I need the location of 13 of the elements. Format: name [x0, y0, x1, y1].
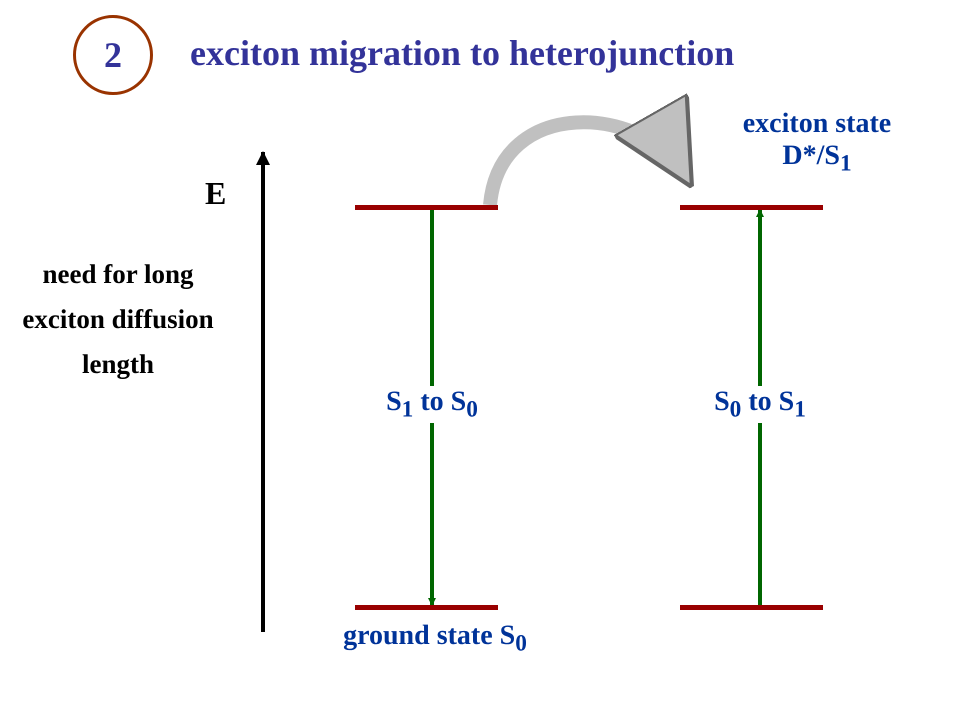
step-number-circle: 2 — [73, 15, 153, 95]
curved-arrow — [483, 92, 696, 206]
energy-level-bar — [680, 205, 823, 210]
axis-label: E — [205, 175, 226, 212]
note-text: need for long exciton diffusion length — [21, 258, 215, 381]
energy-level-bar — [355, 605, 498, 610]
state-label: exciton state D*/S$_{1}$ — [742, 108, 892, 178]
title: exciton migration to heterojunction — [190, 32, 734, 74]
energy-level-bar — [680, 605, 823, 610]
transition-arrow — [428, 210, 436, 606]
state-label: ground state S$_{0}$ — [342, 620, 528, 658]
energy-level-bar — [355, 205, 498, 210]
transition-arrow — [756, 209, 764, 605]
